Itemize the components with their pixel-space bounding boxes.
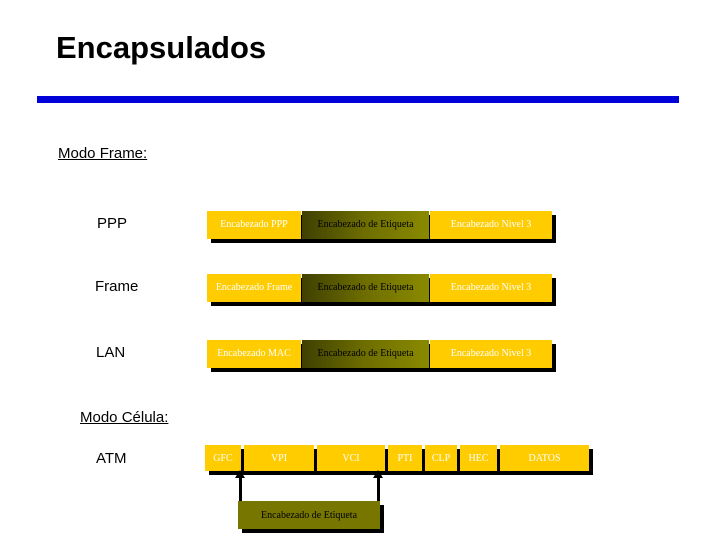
- row-label-ppp: PPP: [97, 215, 128, 232]
- segment-layer3-header: Encabezado Nivel 3: [430, 340, 552, 368]
- atm-field-datos: DATOS: [500, 445, 589, 471]
- arrow-up-icon-to-vpi: [235, 470, 245, 507]
- atm-field-vci: VCI: [317, 445, 385, 471]
- atm-field-gfc: GFC: [205, 445, 241, 471]
- row-label-atm: ATM: [96, 450, 127, 467]
- row-label-frame: Frame: [95, 278, 139, 295]
- page-title: Encapsulados: [56, 30, 267, 65]
- segment-link-header: Encabezado Frame: [207, 274, 301, 302]
- section-heading-frame-mode: Modo Frame:: [58, 145, 148, 162]
- label-header-callout: Encabezado de Etiqueta: [238, 501, 384, 533]
- atm-field-vpi: VPI: [244, 445, 314, 471]
- section-heading-cell-mode: Modo Célula:: [80, 409, 169, 426]
- segment-label-header: Encabezado de Etiqueta: [302, 340, 429, 368]
- segment-link-header: Encabezado MAC: [207, 340, 301, 368]
- atm-field-clp: CLP: [425, 445, 457, 471]
- frame-strip-lan: Encabezado MAC Encabezado de Etiqueta En…: [207, 340, 556, 372]
- atm-cell-strip: GFC VPI VCI PTI CLP HEC DATOS: [205, 445, 593, 475]
- row-label-lan: LAN: [96, 344, 126, 361]
- segment-link-header: Encabezado PPP: [207, 211, 301, 239]
- segment-layer3-header: Encabezado Nivel 3: [430, 211, 552, 239]
- title-divider: [37, 96, 679, 103]
- segment-label-header: Encabezado de Etiqueta: [302, 211, 429, 239]
- segment-layer3-header: Encabezado Nivel 3: [430, 274, 552, 302]
- arrow-up-icon-to-vci: [373, 470, 383, 507]
- callout-label: Encabezado de Etiqueta: [238, 501, 380, 529]
- frame-strip-frame: Encabezado Frame Encabezado de Etiqueta …: [207, 274, 556, 306]
- segment-label-header: Encabezado de Etiqueta: [302, 274, 429, 302]
- atm-field-hec: HEC: [460, 445, 497, 471]
- frame-strip-ppp: Encabezado PPP Encabezado de Etiqueta En…: [207, 211, 556, 243]
- atm-field-pti: PTI: [388, 445, 422, 471]
